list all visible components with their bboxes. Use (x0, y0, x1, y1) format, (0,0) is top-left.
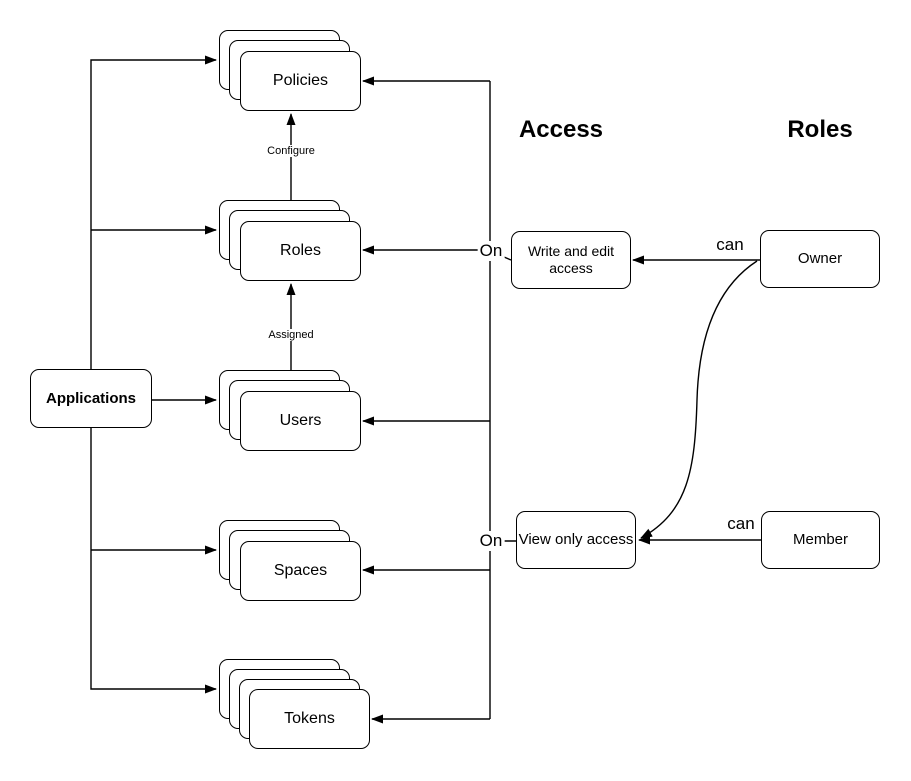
edge-owner-view-only-curve (640, 260, 758, 539)
edge-label-can-member: can (725, 514, 757, 534)
edge-label-can-owner: can (714, 235, 746, 255)
node-member-label: Member (792, 531, 848, 548)
users-stack-front: Users (240, 391, 361, 451)
node-stack-roles: Roles (219, 200, 361, 281)
node-policies-label: Policies (272, 72, 329, 89)
edge-label-on-view: On (477, 531, 505, 551)
node-view-only-access: View only access (516, 511, 636, 569)
node-applications-label: Applications (45, 389, 136, 407)
node-applications: Applications (30, 369, 152, 428)
edge-label-assigned: Assigned (266, 329, 316, 341)
edge-label-configure: Configure (265, 145, 317, 157)
edge-applications-policies (90, 55, 217, 369)
edge-label-on-write: On (477, 241, 505, 261)
heading-access: Access (518, 116, 604, 143)
node-tokens-label: Tokens (284, 710, 335, 727)
tokens-stack-front: Tokens (249, 689, 370, 749)
node-stack-policies: Policies (219, 30, 361, 111)
node-roles-label: Roles (280, 242, 321, 259)
node-view-only-access-label: View only access (518, 531, 634, 548)
node-users-label: Users (279, 412, 322, 429)
roles-stack-front: Roles (240, 221, 361, 281)
policies-stack-front: Policies (240, 51, 361, 111)
node-write-edit-access-label: Write and edit access (527, 243, 615, 276)
node-stack-users: Users (219, 370, 361, 451)
heading-roles: Roles (787, 116, 853, 143)
node-stack-tokens: Tokens (219, 659, 370, 749)
node-owner: Owner (760, 230, 880, 288)
node-member: Member (761, 511, 880, 569)
node-spaces-label: Spaces (273, 562, 328, 579)
node-stack-spaces: Spaces (219, 520, 361, 601)
edge-applications-tokens (90, 428, 217, 694)
node-write-edit-access: Write and edit access (511, 231, 631, 289)
spaces-stack-front: Spaces (240, 541, 361, 601)
node-owner-label: Owner (797, 250, 843, 267)
